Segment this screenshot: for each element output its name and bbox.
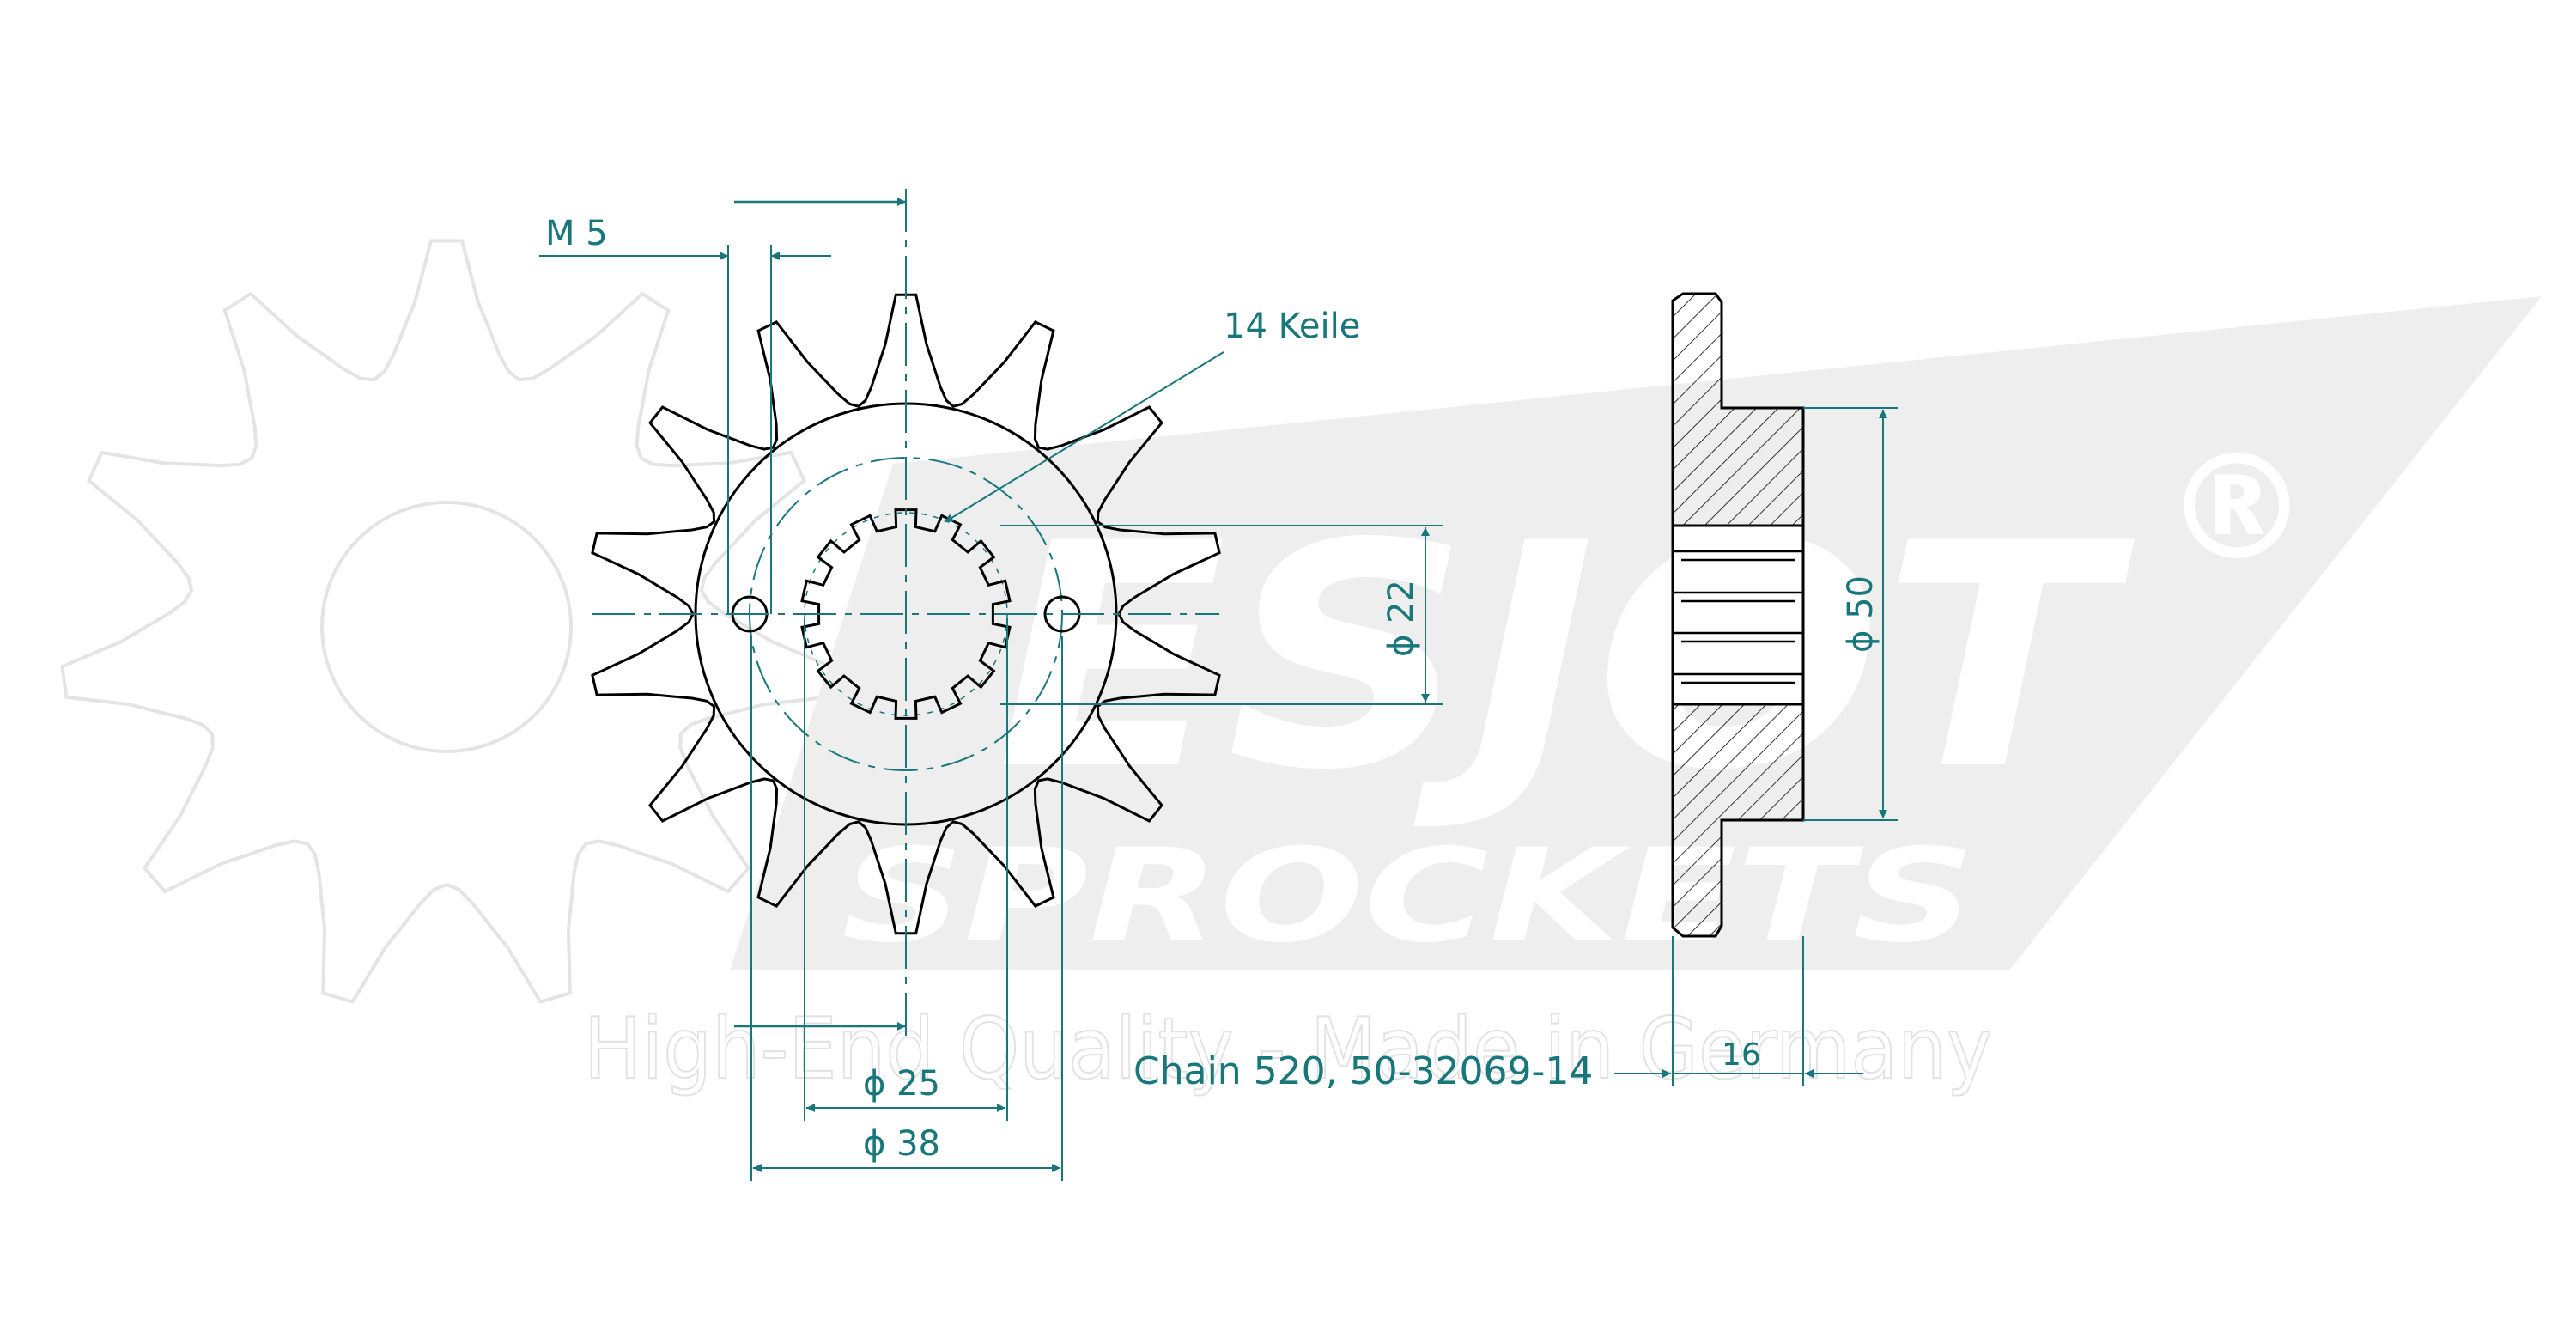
dia50-label: ϕ 50 [1841,575,1880,653]
spline-bore [800,508,1012,720]
sprocket-teeth-outline [591,293,1221,935]
splines-label: 14 Keile [1224,307,1360,346]
dia22-label: ϕ 22 [1382,580,1421,657]
watermark-brand: ESJOT [996,477,2136,837]
side-section-top [1671,292,1805,527]
side-view [1671,292,1805,938]
watermark-sub-brand: SPROCKETS [841,822,1975,971]
side-section-bottom [1671,703,1805,938]
watermark: ESJOT ® SPROCKETS High-End Quality - Mad… [60,239,2542,1099]
dia38-label: ϕ 38 [863,1124,940,1164]
side-dimensions [1614,407,1898,1086]
thread-label: M 5 [545,214,608,253]
watermark-circle [320,501,573,753]
splines-leader [944,351,1224,523]
watermark-sprocket-outline [60,239,833,1004]
width-label: 16 [1722,1037,1761,1073]
spline-ridges [1673,550,1803,684]
watermark-tagline: High-End Quality - Made in Germany [584,1001,1992,1098]
part-caption: Chain 520, 50-32069-14 [1133,1049,1593,1093]
watermark-banner [730,296,2542,970]
watermark-registered: ® [2164,423,2310,593]
dia25-label: ϕ 25 [863,1064,940,1104]
front-dimensions [539,198,1443,1181]
front-view [591,189,1221,1043]
